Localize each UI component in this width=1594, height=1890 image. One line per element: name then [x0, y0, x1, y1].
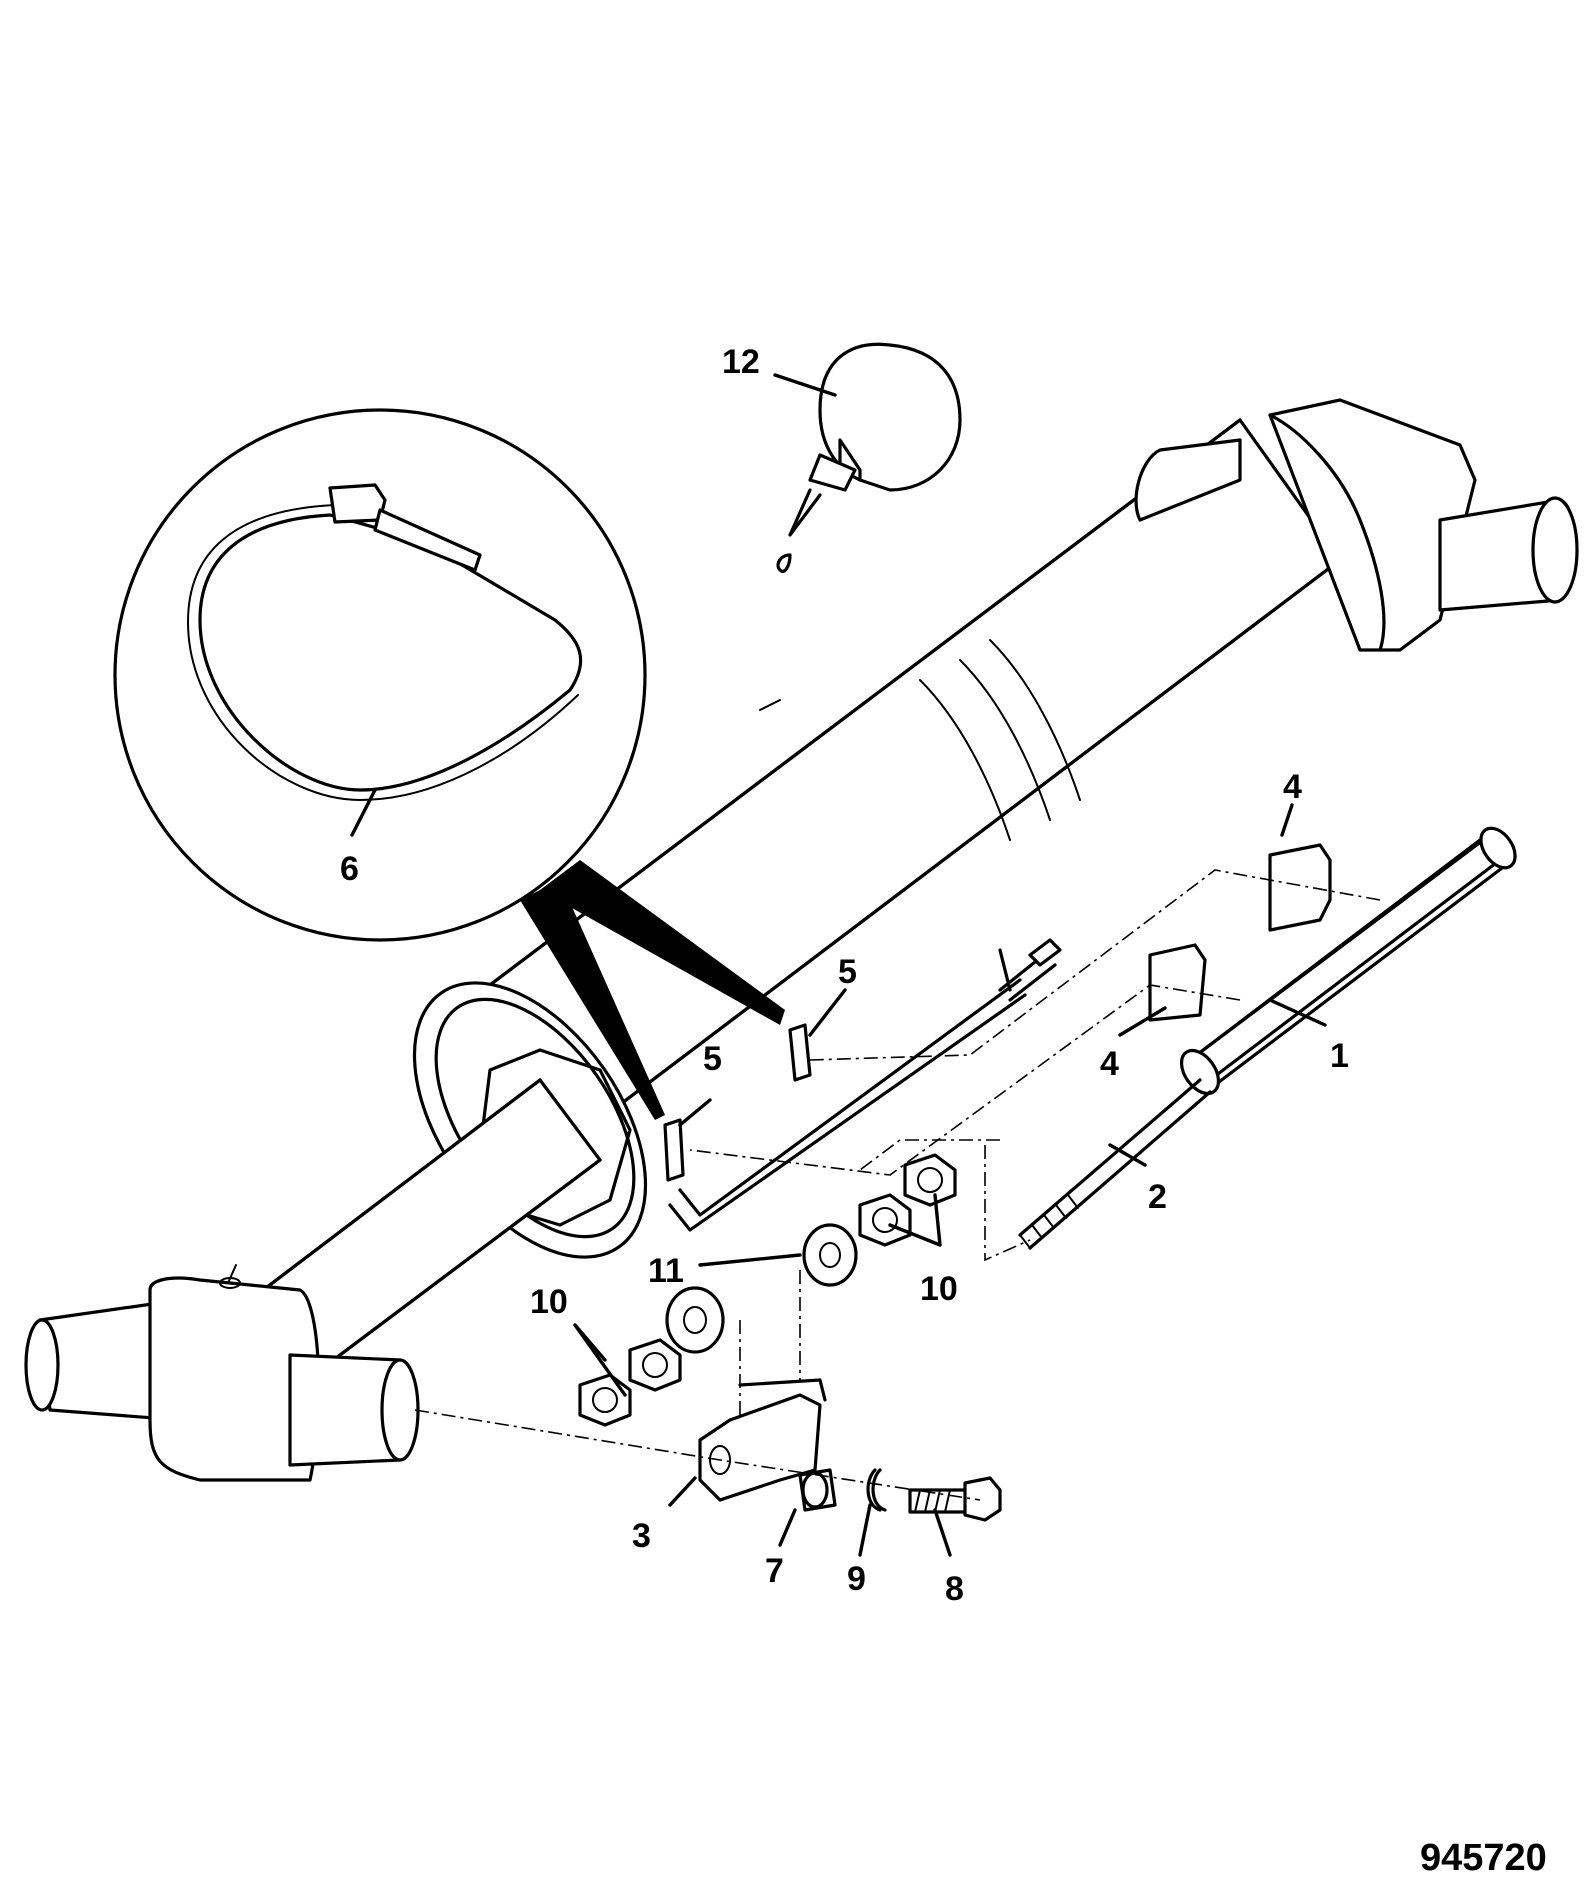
callout-7: 7: [765, 1552, 784, 1590]
callout-9: 9: [847, 1560, 866, 1598]
callout-2: 2: [1148, 1178, 1167, 1216]
pipe-1: [1179, 826, 1517, 1096]
tie-clip-5-upper: [788, 1023, 812, 1082]
callout-10-right: 10: [920, 1270, 958, 1308]
bolt-8: [908, 1476, 1002, 1522]
callout-labels: 1 2 3 4 4 5 5 6 7 8 9 10 10 11 12: [340, 343, 1349, 1608]
callout-1: 1: [1330, 1037, 1349, 1075]
nut-10-right-b: [858, 1193, 912, 1247]
nut-10-left-a: [628, 1338, 682, 1392]
callout-5-lower: 5: [703, 1040, 722, 1078]
bracket-3: [698, 1378, 827, 1502]
tie-clip-5-lower: [663, 1118, 685, 1182]
callout-4-upper: 4: [1283, 768, 1302, 806]
assembly-lines: [414, 869, 1381, 1501]
clamp-4-lower: [1148, 943, 1207, 1022]
callout-4-lower: 4: [1100, 1045, 1119, 1083]
cylinder-base-end: [1134, 398, 1579, 652]
callout-11: 11: [648, 1252, 684, 1290]
washer-11-right: [802, 1223, 858, 1287]
leader-lines: [350, 373, 1327, 1557]
clamp-4-upper: [1268, 843, 1332, 932]
callout-12: 12: [722, 343, 760, 381]
detail-magnifier: [113, 408, 785, 1120]
callout-10-left: 10: [530, 1283, 568, 1321]
callout-5-upper: 5: [838, 953, 857, 991]
grease-bottle-12: [776, 342, 962, 573]
nut-10-right-a: [903, 1153, 957, 1207]
spacer-7: [798, 1468, 837, 1512]
callout-3: 3: [632, 1517, 651, 1555]
washer-9: [866, 1468, 887, 1512]
washer-11-left: [665, 1286, 725, 1354]
callout-6: 6: [340, 850, 359, 888]
hydraulic-line: [668, 938, 1062, 1232]
nut-10-left-b: [578, 1373, 632, 1427]
threaded-rod-2: [1018, 1078, 1212, 1250]
callout-8: 8: [945, 1570, 964, 1608]
figure-number: 945720: [1420, 1837, 1547, 1879]
rod-eye: [24, 1264, 420, 1482]
